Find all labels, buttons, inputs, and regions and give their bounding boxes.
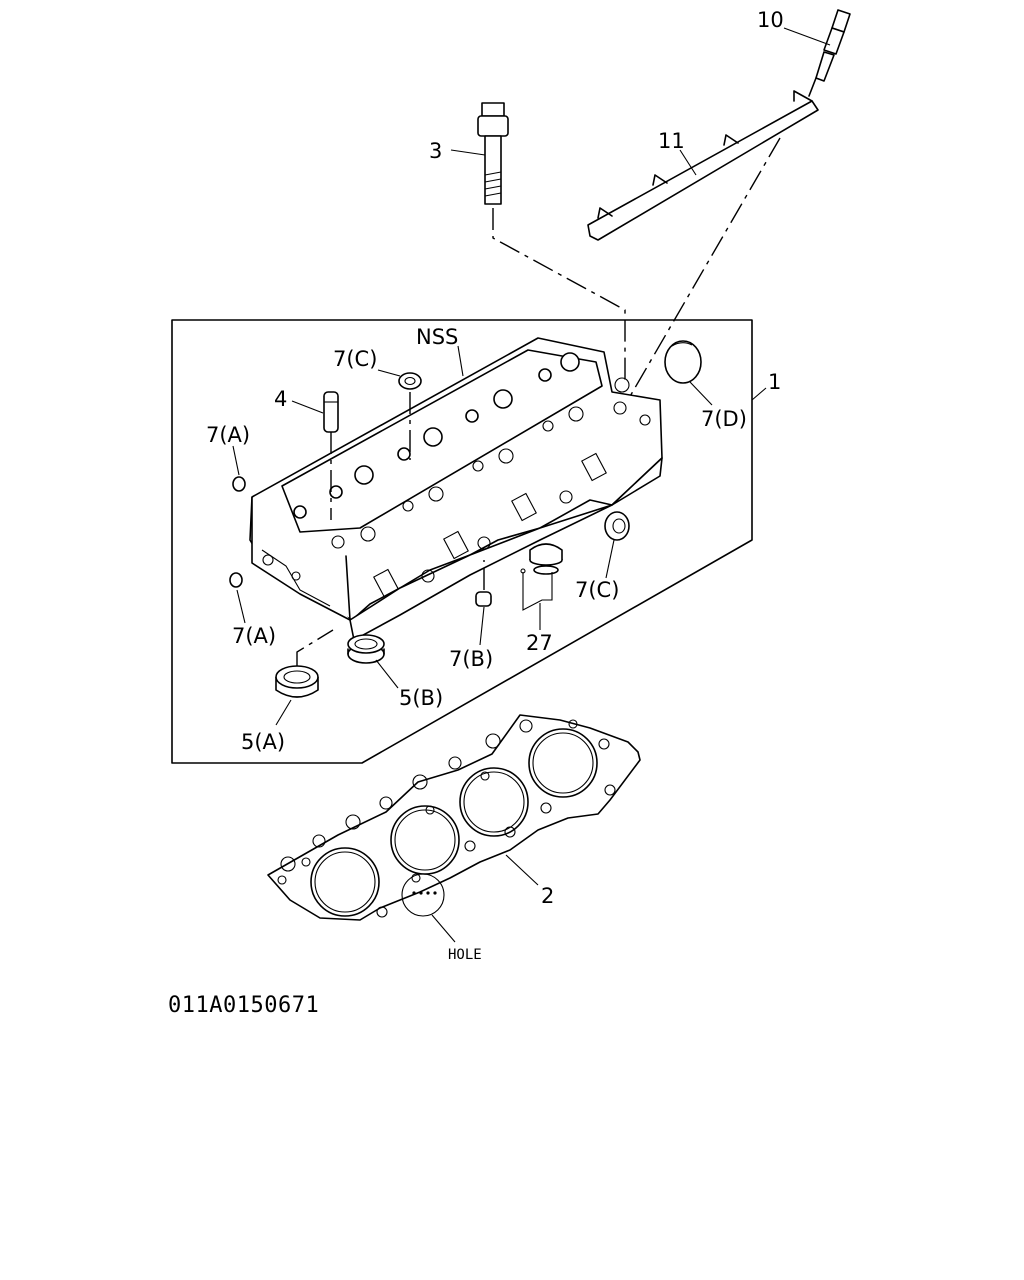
valve-seat-5b	[347, 634, 385, 664]
connector-plate	[587, 90, 819, 241]
bolt-assembly-line	[492, 208, 626, 380]
callout-plug-7c-side: 7(C)	[575, 578, 619, 602]
valve-guide	[323, 391, 339, 520]
callout-glow-plug: 10	[757, 8, 784, 32]
valve-seat-5a	[275, 629, 334, 698]
cylinder-head-kit-frame	[171, 319, 753, 764]
callout-plug-7a-upper: 7(A)	[206, 423, 250, 447]
callout-plug-7d: 7(D)	[701, 407, 747, 431]
head-bolt	[477, 102, 509, 205]
callout-nss: NSS	[416, 325, 458, 349]
plug-7b	[475, 560, 492, 607]
plug-7a-lower	[229, 572, 243, 588]
callout-plug-7c-top: 7(C)	[333, 347, 377, 371]
callout-hole: HOLE	[448, 947, 482, 963]
callout-head-bolt: 3	[429, 139, 442, 163]
callout-seat-5b: 5(B)	[399, 686, 443, 710]
callout-sensor: 27	[526, 631, 553, 655]
callout-valve-guide: 4	[274, 387, 287, 411]
glow-plug-assembly-line	[624, 137, 781, 406]
sensor	[520, 543, 563, 611]
callout-cylinder-head: 1	[768, 370, 781, 394]
head-gasket	[267, 714, 641, 921]
plug-7a-upper	[232, 476, 246, 492]
cylinder-head	[249, 337, 663, 641]
plug-7c-side	[604, 511, 630, 541]
drawing-number: 011A0150671	[168, 993, 319, 1018]
plug-7d	[664, 340, 702, 384]
glow-plug	[808, 9, 851, 97]
callout-plug-7a-lower: 7(A)	[232, 624, 276, 648]
plug-7c-top	[398, 372, 422, 460]
callout-seat-5a: 5(A)	[241, 730, 285, 754]
callout-plug-7b: 7(B)	[449, 647, 493, 671]
callout-connector-plate: 11	[658, 129, 685, 153]
callout-head-gasket: 2	[541, 884, 554, 908]
